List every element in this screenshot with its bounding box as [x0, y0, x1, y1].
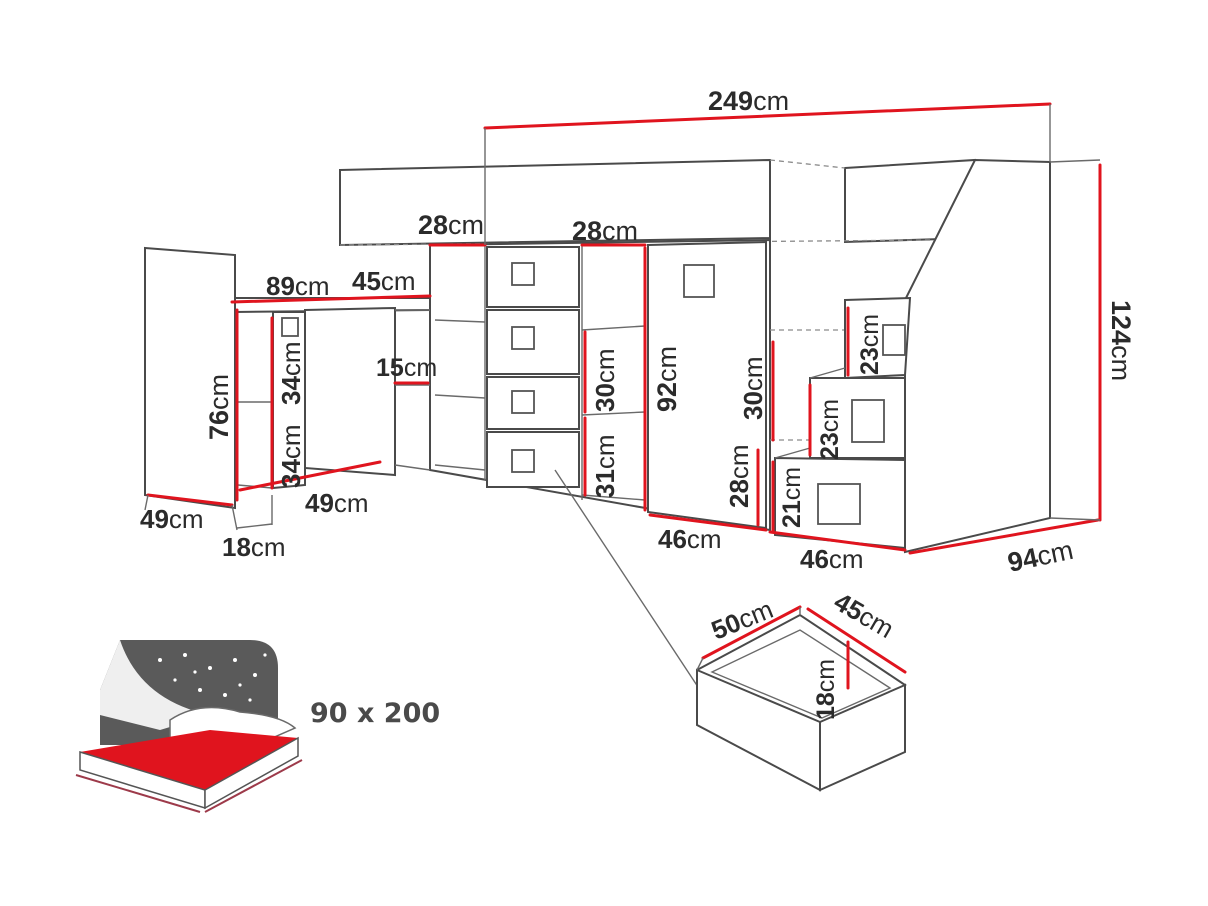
dim-stair-step-1: 23cm	[856, 314, 884, 375]
dim-shelf-upper: 30cm	[590, 348, 620, 412]
dim-drawer-height: 18cm	[812, 659, 840, 720]
dim-wardrobe-width: 46cm	[658, 524, 722, 554]
dim-compartment-a: 28cm	[418, 210, 484, 240]
mattress-illustration	[75, 640, 303, 813]
stairs-outline	[774, 158, 1051, 554]
dim-desk-panel-width: 18cm	[222, 532, 286, 562]
dim-desk-side-depth: 49cm	[140, 504, 204, 534]
dimension-labels: 249cm 124cm 94cm 28cm 28cm 89cm 45cm 15c…	[140, 86, 1136, 729]
dim-desk-shelf: 15cm	[376, 354, 437, 382]
dim-compartment-b: 28cm	[572, 216, 638, 246]
desk-outline	[144, 246, 431, 510]
dim-total-height: 124cm	[1106, 300, 1136, 381]
dim-stair-niche-upper: 30cm	[738, 356, 768, 420]
dim-desk-base: 49cm	[305, 488, 369, 518]
dim-drawer-depth: 45cm	[829, 586, 899, 644]
dim-stair-step-2: 23cm	[816, 399, 844, 460]
dim-desk-upper-shelf: 34cm	[276, 341, 306, 405]
drawer-detail	[696, 605, 907, 792]
dim-desk-width: 89cm	[266, 271, 330, 301]
dim-total-depth: 94cm	[1005, 535, 1076, 578]
dim-stair-step-3: 21cm	[778, 467, 806, 528]
dim-desk-depth: 45cm	[352, 266, 416, 296]
dim-stair-width: 46cm	[800, 544, 864, 574]
dim-desk-height: 76cm	[204, 374, 234, 440]
extension-lines	[144, 104, 1101, 691]
bunk-bed-outline	[339, 158, 976, 532]
dim-desk-lower-shelf: 34cm	[276, 424, 306, 488]
dim-shelf-lower: 31cm	[590, 434, 620, 498]
dim-total-length: 249cm	[708, 86, 789, 116]
dim-stair-niche-lower: 28cm	[724, 444, 754, 508]
dim-wardrobe-height: 92cm	[652, 346, 682, 412]
mattress-size-label: 90 x 200	[310, 698, 440, 729]
red-dimension-lines	[146, 102, 1102, 555]
